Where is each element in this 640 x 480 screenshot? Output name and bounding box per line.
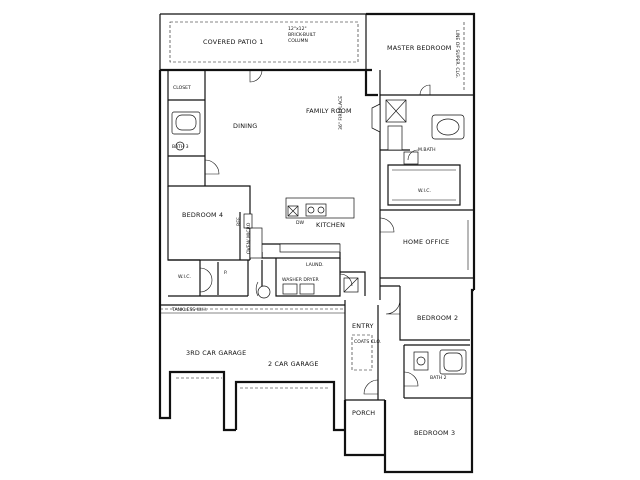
label-tankless: TANKLESS W.H. [171, 307, 207, 313]
label-wic-master: W.I.C. [418, 188, 431, 194]
exterior-walls [158, 12, 476, 474]
label-dining: DINING [233, 122, 257, 130]
label-closet: CLOSET [173, 85, 191, 91]
label-porch: PORCH [352, 409, 375, 417]
interior-walls [160, 21, 474, 401]
label-patio-note-2: BRICK-BUILT [288, 32, 316, 38]
label-wic-bed4: W.I.C. [178, 274, 191, 280]
label-laund: LAUND. [306, 262, 324, 268]
label-two-car-garage: 2 CAR GARAGE [268, 360, 319, 368]
label-pantry: P. [224, 270, 228, 276]
label-kitchen: KITCHEN [316, 221, 345, 229]
label-oven: OVEN/ MICRO [246, 222, 252, 254]
label-entry: ENTRY [352, 322, 374, 330]
label-bath3: BATH 3 [172, 144, 189, 150]
label-bedroom4: BEDROOM 4 [182, 211, 223, 219]
doors [199, 69, 473, 395]
label-fireplace: 36" FIREPLACE [338, 96, 344, 130]
label-ref: REF. [236, 217, 242, 226]
label-bedroom2: BEDROOM 2 [417, 314, 458, 322]
label-bedroom3: BEDROOM 3 [414, 429, 455, 437]
label-dw: DW [296, 220, 305, 226]
label-bath2: BATH 2 [430, 375, 447, 381]
label-master-bedroom: MASTER BEDROOM [387, 44, 452, 52]
label-family-room: FAMILY ROOM [306, 107, 352, 115]
label-washer-dryer: WASHER DRYER [282, 277, 320, 283]
fixtures [160, 69, 467, 375]
label-covered-patio: COVERED PATIO 1 [203, 38, 263, 46]
label-line-of-super: LINE OF SUPER. CLG. [454, 30, 460, 78]
label-home-office: HOME OFFICE [403, 238, 449, 246]
label-patio-note-3: COLUMN [288, 38, 308, 44]
label-third-garage: 3RD CAR GARAGE [186, 349, 246, 357]
label-coat-closet: COATS CLO. [354, 339, 381, 345]
label-patio-note-1: 12"x12" [288, 26, 307, 32]
room-labels: COVERED PATIO 1 12"x12" BRICK-BUILT COLU… [171, 26, 460, 437]
label-m-bath: M.BATH [418, 147, 436, 153]
